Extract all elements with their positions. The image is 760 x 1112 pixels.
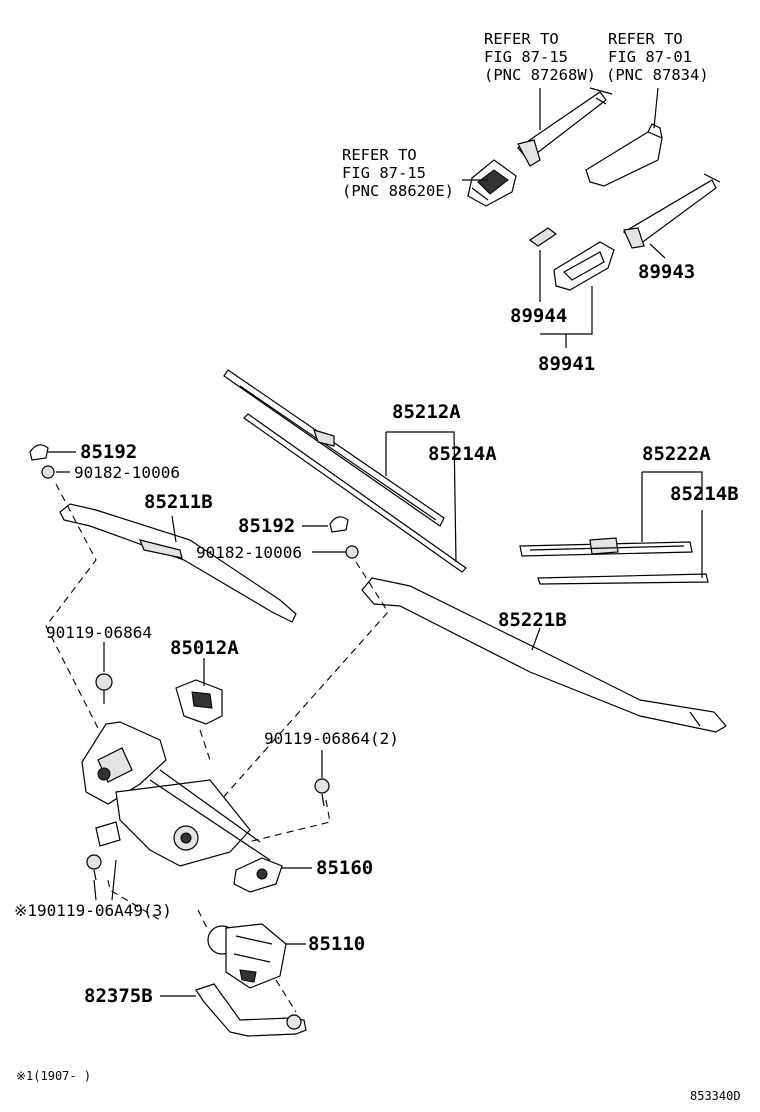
svg-text:(PNC 88620E): (PNC 88620E) xyxy=(342,182,454,200)
label-82375b: 82375B xyxy=(84,985,153,1007)
wiper-arm-85211b[interactable] xyxy=(59,503,297,623)
bolt-90119-06864[interactable] xyxy=(95,673,113,704)
part-89943[interactable] xyxy=(622,173,721,249)
footnote: ※1(1907- ) xyxy=(16,1069,91,1083)
label-90119-06864: 90119-06864 xyxy=(46,623,152,642)
pad-89944[interactable] xyxy=(528,227,558,247)
label-85214a: 85214A xyxy=(428,443,497,465)
label-90182-mid: 90182-10006 xyxy=(196,543,302,562)
nut-90182-mid[interactable] xyxy=(345,545,359,559)
label-85012a: 85012A xyxy=(170,637,239,659)
sensor-88620e[interactable] xyxy=(467,159,517,207)
ref-87268w-label: REFER TO FIG 87-15 (PNC 87268W) xyxy=(484,30,596,84)
label-85192-left: 85192 xyxy=(80,441,137,463)
svg-text:REFER TO: REFER TO xyxy=(608,30,683,48)
label-85160: 85160 xyxy=(316,857,373,879)
svg-text:REFER TO: REFER TO xyxy=(484,30,559,48)
label-85192-mid: 85192 xyxy=(238,515,295,537)
svg-text:FIG 87-15: FIG 87-15 xyxy=(484,48,568,66)
wiper-arm-connector-87268w[interactable] xyxy=(517,87,613,167)
cover-87834[interactable] xyxy=(585,123,663,187)
nut-90182-left[interactable] xyxy=(41,465,55,479)
label-85212a: 85212A xyxy=(392,401,461,423)
label-89943: 89943 xyxy=(638,261,695,283)
svg-text:(PNC 87834): (PNC 87834) xyxy=(606,66,709,84)
bolt-90119-06864-2[interactable] xyxy=(314,778,330,807)
svg-text:FIG 87-15: FIG 87-15 xyxy=(342,164,426,182)
svg-text:(PNC 87268W): (PNC 87268W) xyxy=(484,66,596,84)
pivot-85012a[interactable] xyxy=(175,679,223,725)
cap-85192-mid[interactable] xyxy=(329,516,349,533)
wiper-blade-85222a[interactable] xyxy=(519,537,693,557)
label-89941: 89941 xyxy=(538,353,595,375)
cap-85192-left[interactable] xyxy=(29,444,49,461)
blade-rubber-85214b[interactable] xyxy=(537,573,709,585)
hose-82375b[interactable] xyxy=(195,983,307,1037)
holder-89941[interactable] xyxy=(553,241,615,291)
ref-87834-label: REFER TO FIG 87-01 (PNC 87834) xyxy=(606,30,709,84)
bolt-90119-06a49[interactable] xyxy=(86,854,102,881)
ref-88620e-label: REFER TO FIG 87-15 (PNC 88620E) xyxy=(342,146,454,200)
label-90182-left: 90182-10006 xyxy=(74,463,180,482)
label-85221b: 85221B xyxy=(498,609,567,631)
blade-rubber-85214a[interactable] xyxy=(243,413,467,573)
svg-text:FIG 87-01: FIG 87-01 xyxy=(608,48,692,66)
svg-text:REFER TO: REFER TO xyxy=(342,146,417,164)
label-89944: 89944 xyxy=(510,305,567,327)
link-assembly[interactable] xyxy=(81,721,271,867)
label-85211b: 85211B xyxy=(144,491,213,513)
wiper-arm-85221b[interactable] xyxy=(361,577,727,733)
label-85222a: 85222A xyxy=(642,443,711,465)
diagram-id: 853340D xyxy=(690,1089,741,1103)
crank-85160[interactable] xyxy=(233,857,283,893)
wiper-blade-85212a[interactable] xyxy=(223,369,445,527)
motor-85110[interactable] xyxy=(207,923,287,989)
label-90119-06a49: ※190119-06A49(3) xyxy=(14,901,172,920)
label-85110: 85110 xyxy=(308,933,365,955)
label-90119-06864-2: 90119-06864(2) xyxy=(264,729,399,748)
label-85214b: 85214B xyxy=(670,483,739,505)
